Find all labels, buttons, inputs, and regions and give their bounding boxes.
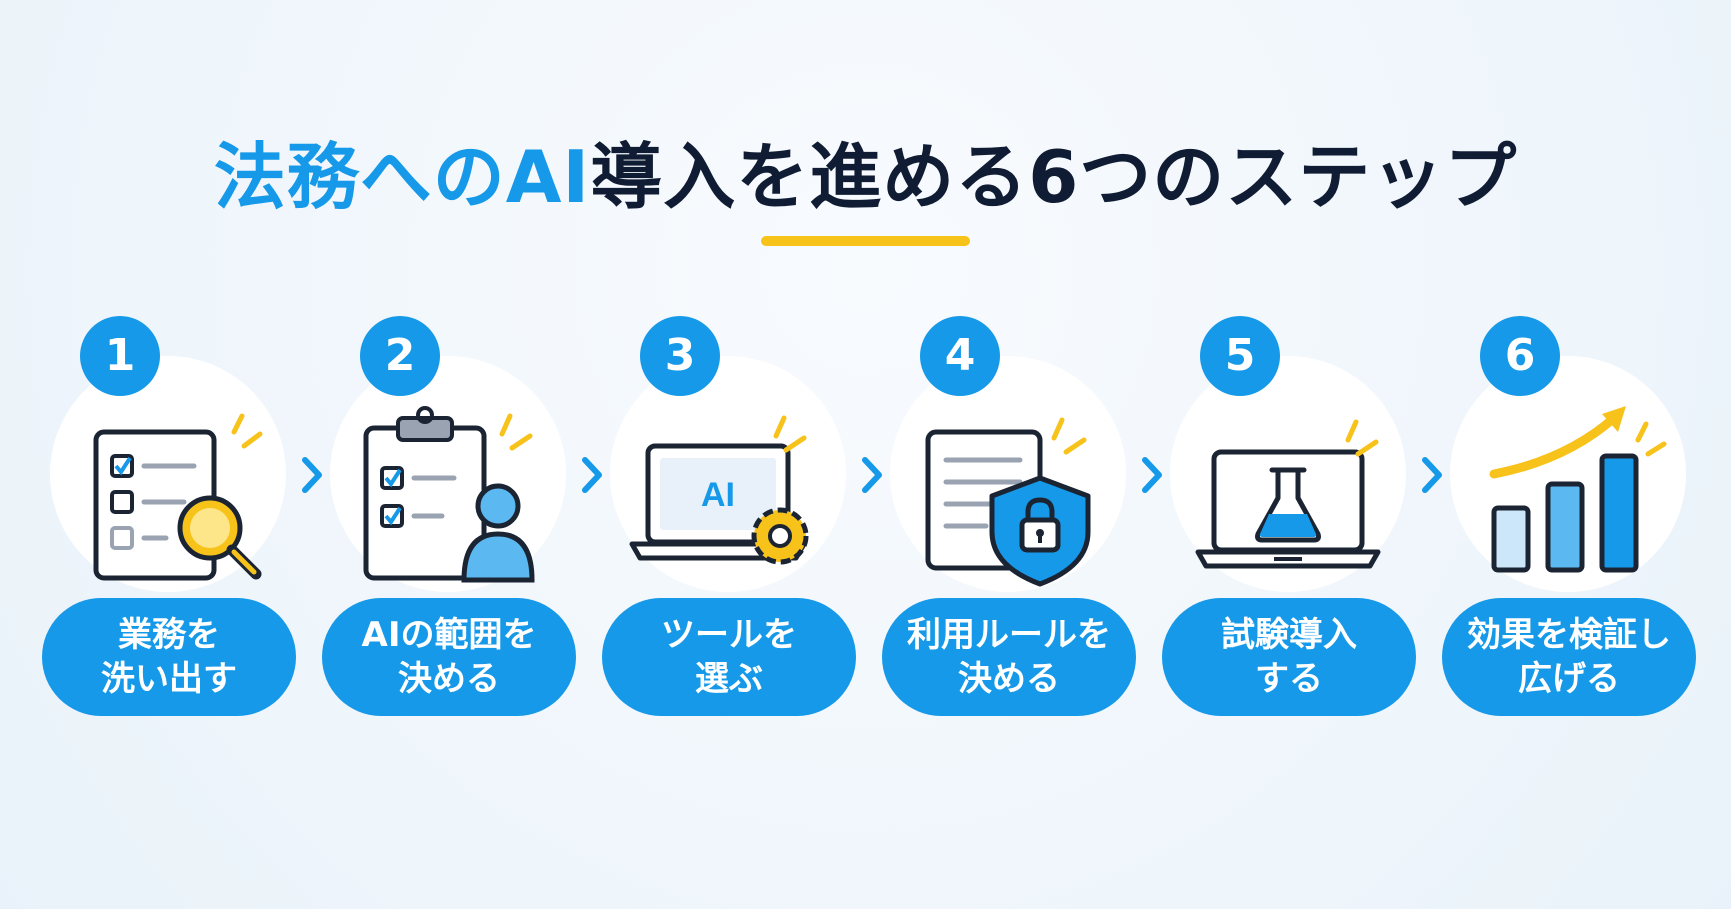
step-label-line1: 試験導入 [1221,615,1357,655]
step-number-badge: 6 [1480,316,1560,396]
document-shield-lock-icon [925,417,1091,587]
step-5: 5 試験導入 する [1158,316,1418,716]
page-title: 法務へのAI導入を進める6つのステップ [0,118,1731,223]
step-number-badge: 3 [640,316,720,396]
chevron-right-icon [1422,457,1442,493]
chevron-right-icon [1142,457,1162,493]
step-4: 4 利用ルールを 決める [878,316,1138,716]
step-label: 効果を検証し 広げる [1442,598,1696,716]
step-label: ツールを 選ぶ [602,598,856,716]
step-label-line1: 利用ルールを [907,615,1111,655]
step-label-line2: 選ぶ [695,659,763,699]
step-label: 業務を 洗い出す [42,598,296,716]
step-label-line1: AIの範囲を [361,615,537,655]
laptop-gear-icon: AI [629,415,809,565]
step-label-line2: 決める [398,659,500,699]
title-highlight: 法務へのAI [213,135,591,219]
step-label-line2: 決める [958,659,1060,699]
step-label: 利用ルールを 決める [882,598,1136,716]
step-6: 6 効果を検証し 広げる [1438,316,1698,716]
step-2: 2 AIの範囲を 決める [318,316,578,716]
step-number-badge: 4 [920,316,1000,396]
step-label-line1: 業務を [118,615,220,655]
step-label-line2: 広げる [1518,659,1620,699]
step-label-line1: 効果を検証し [1467,615,1671,655]
bar-chart-arrow-icon [1489,406,1667,573]
clipboard-person-icon [363,406,535,583]
step-label-line1: ツールを [661,615,797,655]
chevron-right-icon [302,457,322,493]
checklist-magnifier-icon [93,413,263,581]
step-number-badge: 1 [80,316,160,396]
step-label-line2: 洗い出す [101,659,237,699]
laptop-screen-text: AI [701,476,735,514]
laptop-flask-icon [1195,419,1381,569]
title-underline [761,236,970,246]
step-number-badge: 2 [360,316,440,396]
step-label: 試験導入 する [1162,598,1416,716]
chevron-right-icon [862,457,882,493]
step-label-line2: する [1255,659,1323,699]
step-1: 1 業務を 洗い出す [38,316,298,716]
title-rest: 導入を進める6つのステップ [590,135,1518,219]
step-label: AIの範囲を 決める [322,598,576,716]
step-3: 3 AI ツールを 選ぶ [598,316,858,716]
step-number-badge: 5 [1200,316,1280,396]
chevron-right-icon [582,457,602,493]
